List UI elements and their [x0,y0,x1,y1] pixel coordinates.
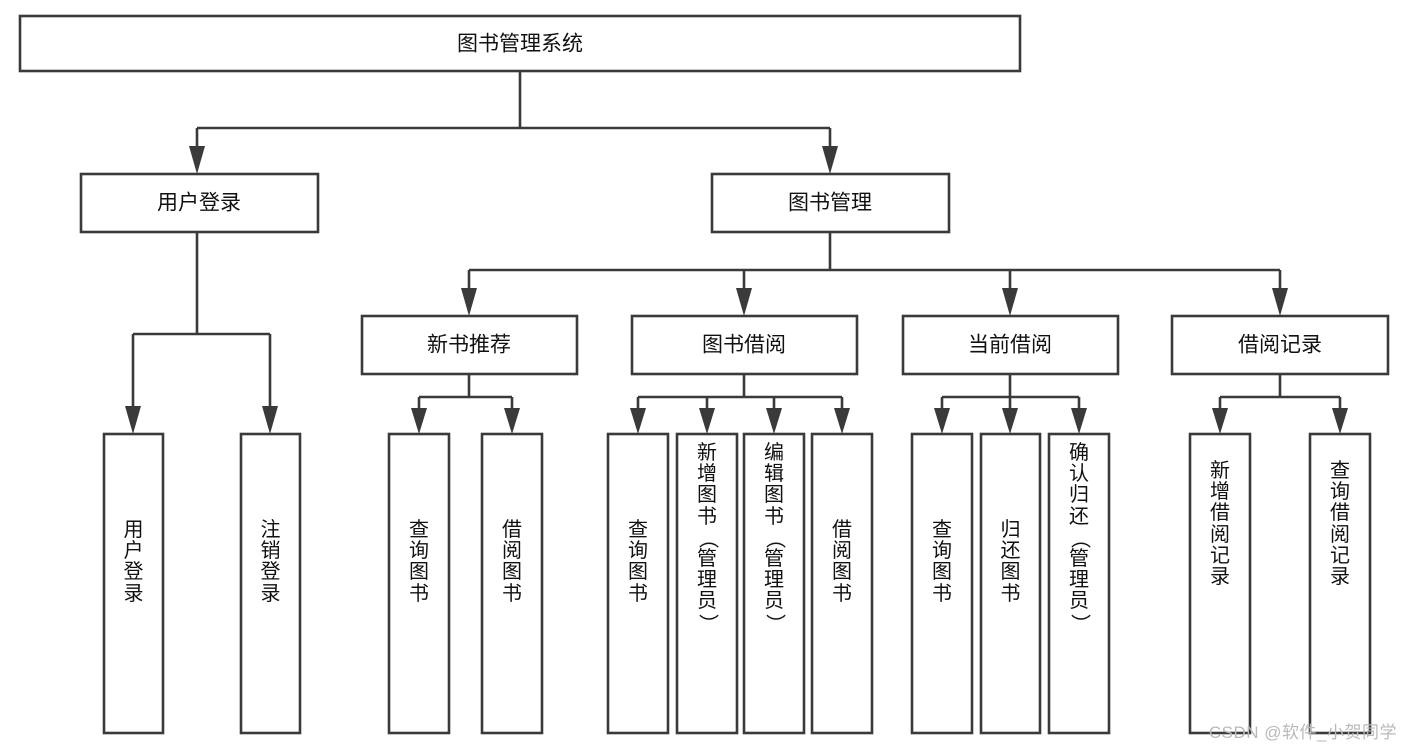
node-leaf-borrow-book-2[interactable] [810,432,874,735]
node-leaf-edit-book[interactable] [742,432,806,735]
arrow-cb-leaf-1 [934,408,950,434]
arrow-root-to-user-login [189,146,205,174]
arrow-nbr-leaf-1 [411,408,427,434]
node-book-borrow[interactable] [630,314,859,376]
node-user-login-label: 用户登录 [157,192,241,215]
arrow-bm-to-new-book-recommend [461,288,477,316]
node-leaf-add-record[interactable] [1188,432,1252,735]
arrow-nbr-leaf-2 [504,408,520,434]
node-book-management-label: 图书管理 [788,192,872,215]
arrow-br-leaf-1 [1212,408,1228,434]
watermark-text: CSDN @软件_小贺同学 [1208,723,1397,742]
arrow-cb-leaf-3 [1071,408,1087,434]
arrow-user-login-leaf-1 [125,406,141,434]
node-new-book-recommend-label: 新书推荐 [427,334,511,357]
node-leaf-query-book-1[interactable] [387,432,451,735]
arrow-bb-leaf-2 [699,408,715,434]
arrow-br-leaf-2 [1332,408,1348,434]
node-book-management[interactable] [710,172,951,234]
arrow-bm-to-borrow-record [1272,288,1288,316]
node-current-borrow[interactable] [901,314,1120,376]
node-leaf-return-book[interactable] [979,432,1042,735]
node-leaf-query-book-2[interactable] [606,432,670,735]
arrow-user-login-leaf-2 [262,406,278,434]
arrow-bb-leaf-3 [766,408,782,434]
node-borrow-record-label: 借阅记录 [1238,334,1322,357]
node-user-login[interactable] [79,172,320,234]
node-leaf-confirm-return[interactable] [1047,432,1111,735]
node-leaf-user-login[interactable] [102,432,165,735]
connector-layer [125,71,1348,434]
node-new-book-recommend[interactable] [360,314,579,376]
node-layer: 图书管理系统 用户登录 图书管理 新书推荐 图书借阅 当前借阅 借阅记录 [18,14,1390,735]
arrow-bb-leaf-4 [834,408,850,434]
arrow-bm-to-book-borrow [736,288,752,316]
node-leaf-query-record[interactable] [1308,432,1372,735]
node-current-borrow-label: 当前借阅 [968,334,1052,357]
node-leaf-borrow-book-1[interactable] [480,432,544,735]
arrow-cb-leaf-2 [1002,408,1018,434]
arrow-bm-to-current-borrow [1002,288,1018,316]
node-book-borrow-label: 图书借阅 [702,334,786,357]
node-root[interactable] [18,14,1022,73]
node-leaf-add-book[interactable] [675,432,739,735]
arrow-root-to-book-management [822,146,838,174]
arrow-bb-leaf-1 [630,408,646,434]
node-borrow-record[interactable] [1170,314,1390,376]
node-leaf-logout-login[interactable] [239,432,302,735]
node-root-label: 图书管理系统 [457,33,583,56]
node-leaf-query-book-3[interactable] [910,432,974,735]
